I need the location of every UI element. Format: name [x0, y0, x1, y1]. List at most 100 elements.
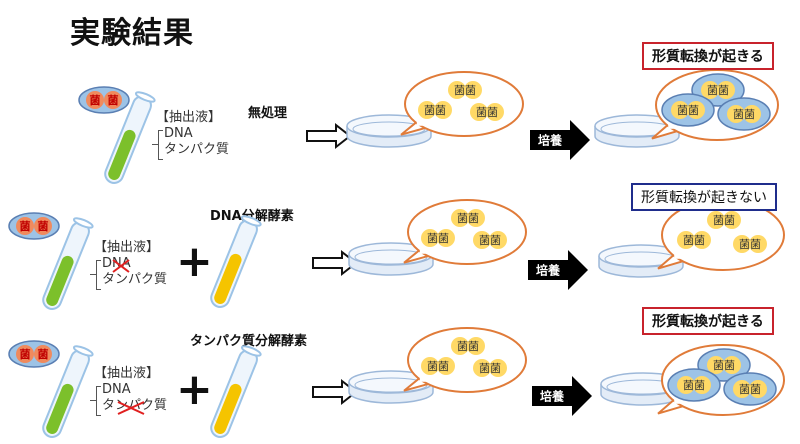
bacteria-colony: 菌菌: [451, 209, 485, 227]
colony-label: 菌菌: [733, 108, 755, 121]
extract-item: タンパク質: [102, 272, 167, 288]
dish-contents-bubble: 菌菌菌菌菌菌: [403, 199, 527, 265]
cultured-petri-dish: [594, 114, 680, 148]
plus-sign: +: [176, 236, 213, 287]
tube-mouth: [72, 217, 94, 229]
cultured-contents-bubble: 菌菌菌菌菌菌: [657, 344, 785, 416]
colony-label: 菌菌: [424, 104, 446, 117]
colony-label: 菌菌: [739, 383, 761, 396]
bacteria-colony: 菌菌: [451, 337, 485, 355]
process-arrow-icon: [312, 249, 358, 277]
extract-item: タンパク質: [164, 142, 229, 158]
extract-item: DNA: [164, 126, 229, 142]
extract-item-text: タンパク質: [164, 142, 230, 157]
bacteria-colony: 菌菌: [470, 103, 504, 121]
tube-mouth: [72, 345, 94, 357]
bacteria-colony: 菌菌: [723, 372, 777, 406]
bacterium-label: 菌: [108, 93, 119, 107]
bacterium-label: 菌: [20, 347, 31, 361]
enzyme-test-tube: [210, 215, 262, 308]
bacteria-colony: 菌菌: [421, 357, 455, 375]
extract-test-tube: [104, 91, 156, 184]
crossed-out-item: タンパク質: [102, 398, 167, 415]
tube-liquid: [214, 253, 242, 304]
cross-mark-icon: [112, 259, 130, 273]
colony-label: 菌菌: [683, 234, 705, 247]
extract-test-tube: [42, 217, 94, 310]
bacteria-colony: 菌菌: [448, 81, 482, 99]
culture-label: 培養: [536, 263, 560, 278]
culture-arrow: 培養: [528, 250, 588, 290]
source-bacteria: 菌菌: [78, 86, 130, 114]
colony-label: 菌菌: [677, 104, 699, 117]
extract-header: 【抽出液】: [156, 110, 222, 125]
culture-arrow: 培養: [532, 376, 592, 416]
colony-label: 菌菌: [454, 84, 476, 97]
cultured-petri-dish: [598, 244, 684, 278]
bacteria-colony: 菌菌: [733, 235, 767, 253]
source-bacteria: 菌菌: [8, 340, 60, 368]
extract-item: DNA: [102, 256, 167, 273]
dish-contents-bubble: 菌菌菌菌菌菌: [403, 327, 527, 393]
colony-label: 菌菌: [457, 212, 479, 225]
colony-label: 菌菌: [457, 340, 479, 353]
cultured-contents-bubble: 菌菌菌菌菌菌: [651, 69, 779, 141]
colony-label: 菌菌: [713, 359, 735, 372]
tube-liquid: [46, 255, 74, 306]
colony-label: 菌菌: [707, 84, 729, 97]
culture-arrow: 培養: [530, 120, 590, 160]
colony-label: 菌菌: [713, 214, 735, 227]
cultured-contents-bubble: 菌菌菌菌菌菌: [657, 199, 785, 271]
colony-label: 菌菌: [427, 360, 449, 373]
bacteria-colony: 菌菌: [418, 101, 452, 119]
colony-label: 菌菌: [683, 379, 705, 392]
culture-label: 培養: [540, 389, 564, 404]
treatment-label: DNA分解酵素: [210, 209, 294, 224]
colony-label: 菌菌: [479, 362, 501, 375]
treatment-label: 無処理: [248, 106, 288, 121]
treatment-label: タンパク質分解酵素: [190, 334, 308, 349]
crossed-out-item: DNA: [102, 256, 131, 273]
extract-header: 【抽出液】: [94, 240, 160, 255]
enzyme-test-tube: [210, 345, 262, 438]
bacterium-label: 菌: [38, 347, 49, 361]
bacteria-colony: 菌菌: [707, 211, 741, 229]
bacteria-colony: 菌菌: [421, 229, 455, 247]
extract-item: DNA: [102, 382, 167, 398]
tube-liquid: [214, 383, 242, 434]
dish-contents-bubble: 菌菌菌菌菌菌: [400, 71, 524, 137]
result-not-transformed-badge: 形質転換が起きない: [631, 183, 777, 211]
bacterium-label: 菌: [38, 219, 49, 233]
tube-liquid: [108, 129, 136, 180]
bacterium-label: 菌: [90, 93, 101, 107]
bacteria-colony: 菌菌: [677, 231, 711, 249]
result-transformed-badge: 形質転換が起きる: [642, 42, 774, 70]
process-arrow-icon: [312, 378, 358, 406]
source-bacteria: 菌菌: [8, 212, 60, 240]
bacteria-colony: 菌菌: [661, 93, 715, 127]
bacteria-colony: 菌菌: [473, 231, 507, 249]
extract-item-text: DNA: [102, 382, 131, 397]
plus-sign: +: [176, 364, 213, 415]
extract-item-text: DNA: [164, 126, 193, 141]
colony-label: 菌菌: [476, 106, 498, 119]
process-arrow-icon: [306, 122, 352, 150]
result-transformed-badge: 形質転換が起きる: [642, 307, 774, 335]
tube-mouth: [240, 215, 262, 227]
tube-mouth: [134, 91, 156, 103]
bacterium-label: 菌: [20, 219, 31, 233]
cross-mark-icon: [117, 401, 145, 415]
tube-liquid: [46, 383, 74, 434]
extract-test-tube: [42, 345, 94, 438]
colony-label: 菌菌: [479, 234, 501, 247]
extract-item-text: タンパク質: [102, 272, 168, 287]
bacteria-colony: 菌菌: [473, 359, 507, 377]
colony-label: 菌菌: [427, 232, 449, 245]
bacteria-colony: 菌菌: [667, 368, 721, 402]
extract-item: タンパク質: [102, 398, 167, 415]
tube-mouth: [240, 345, 262, 357]
page-title: 実験結果: [70, 16, 194, 51]
